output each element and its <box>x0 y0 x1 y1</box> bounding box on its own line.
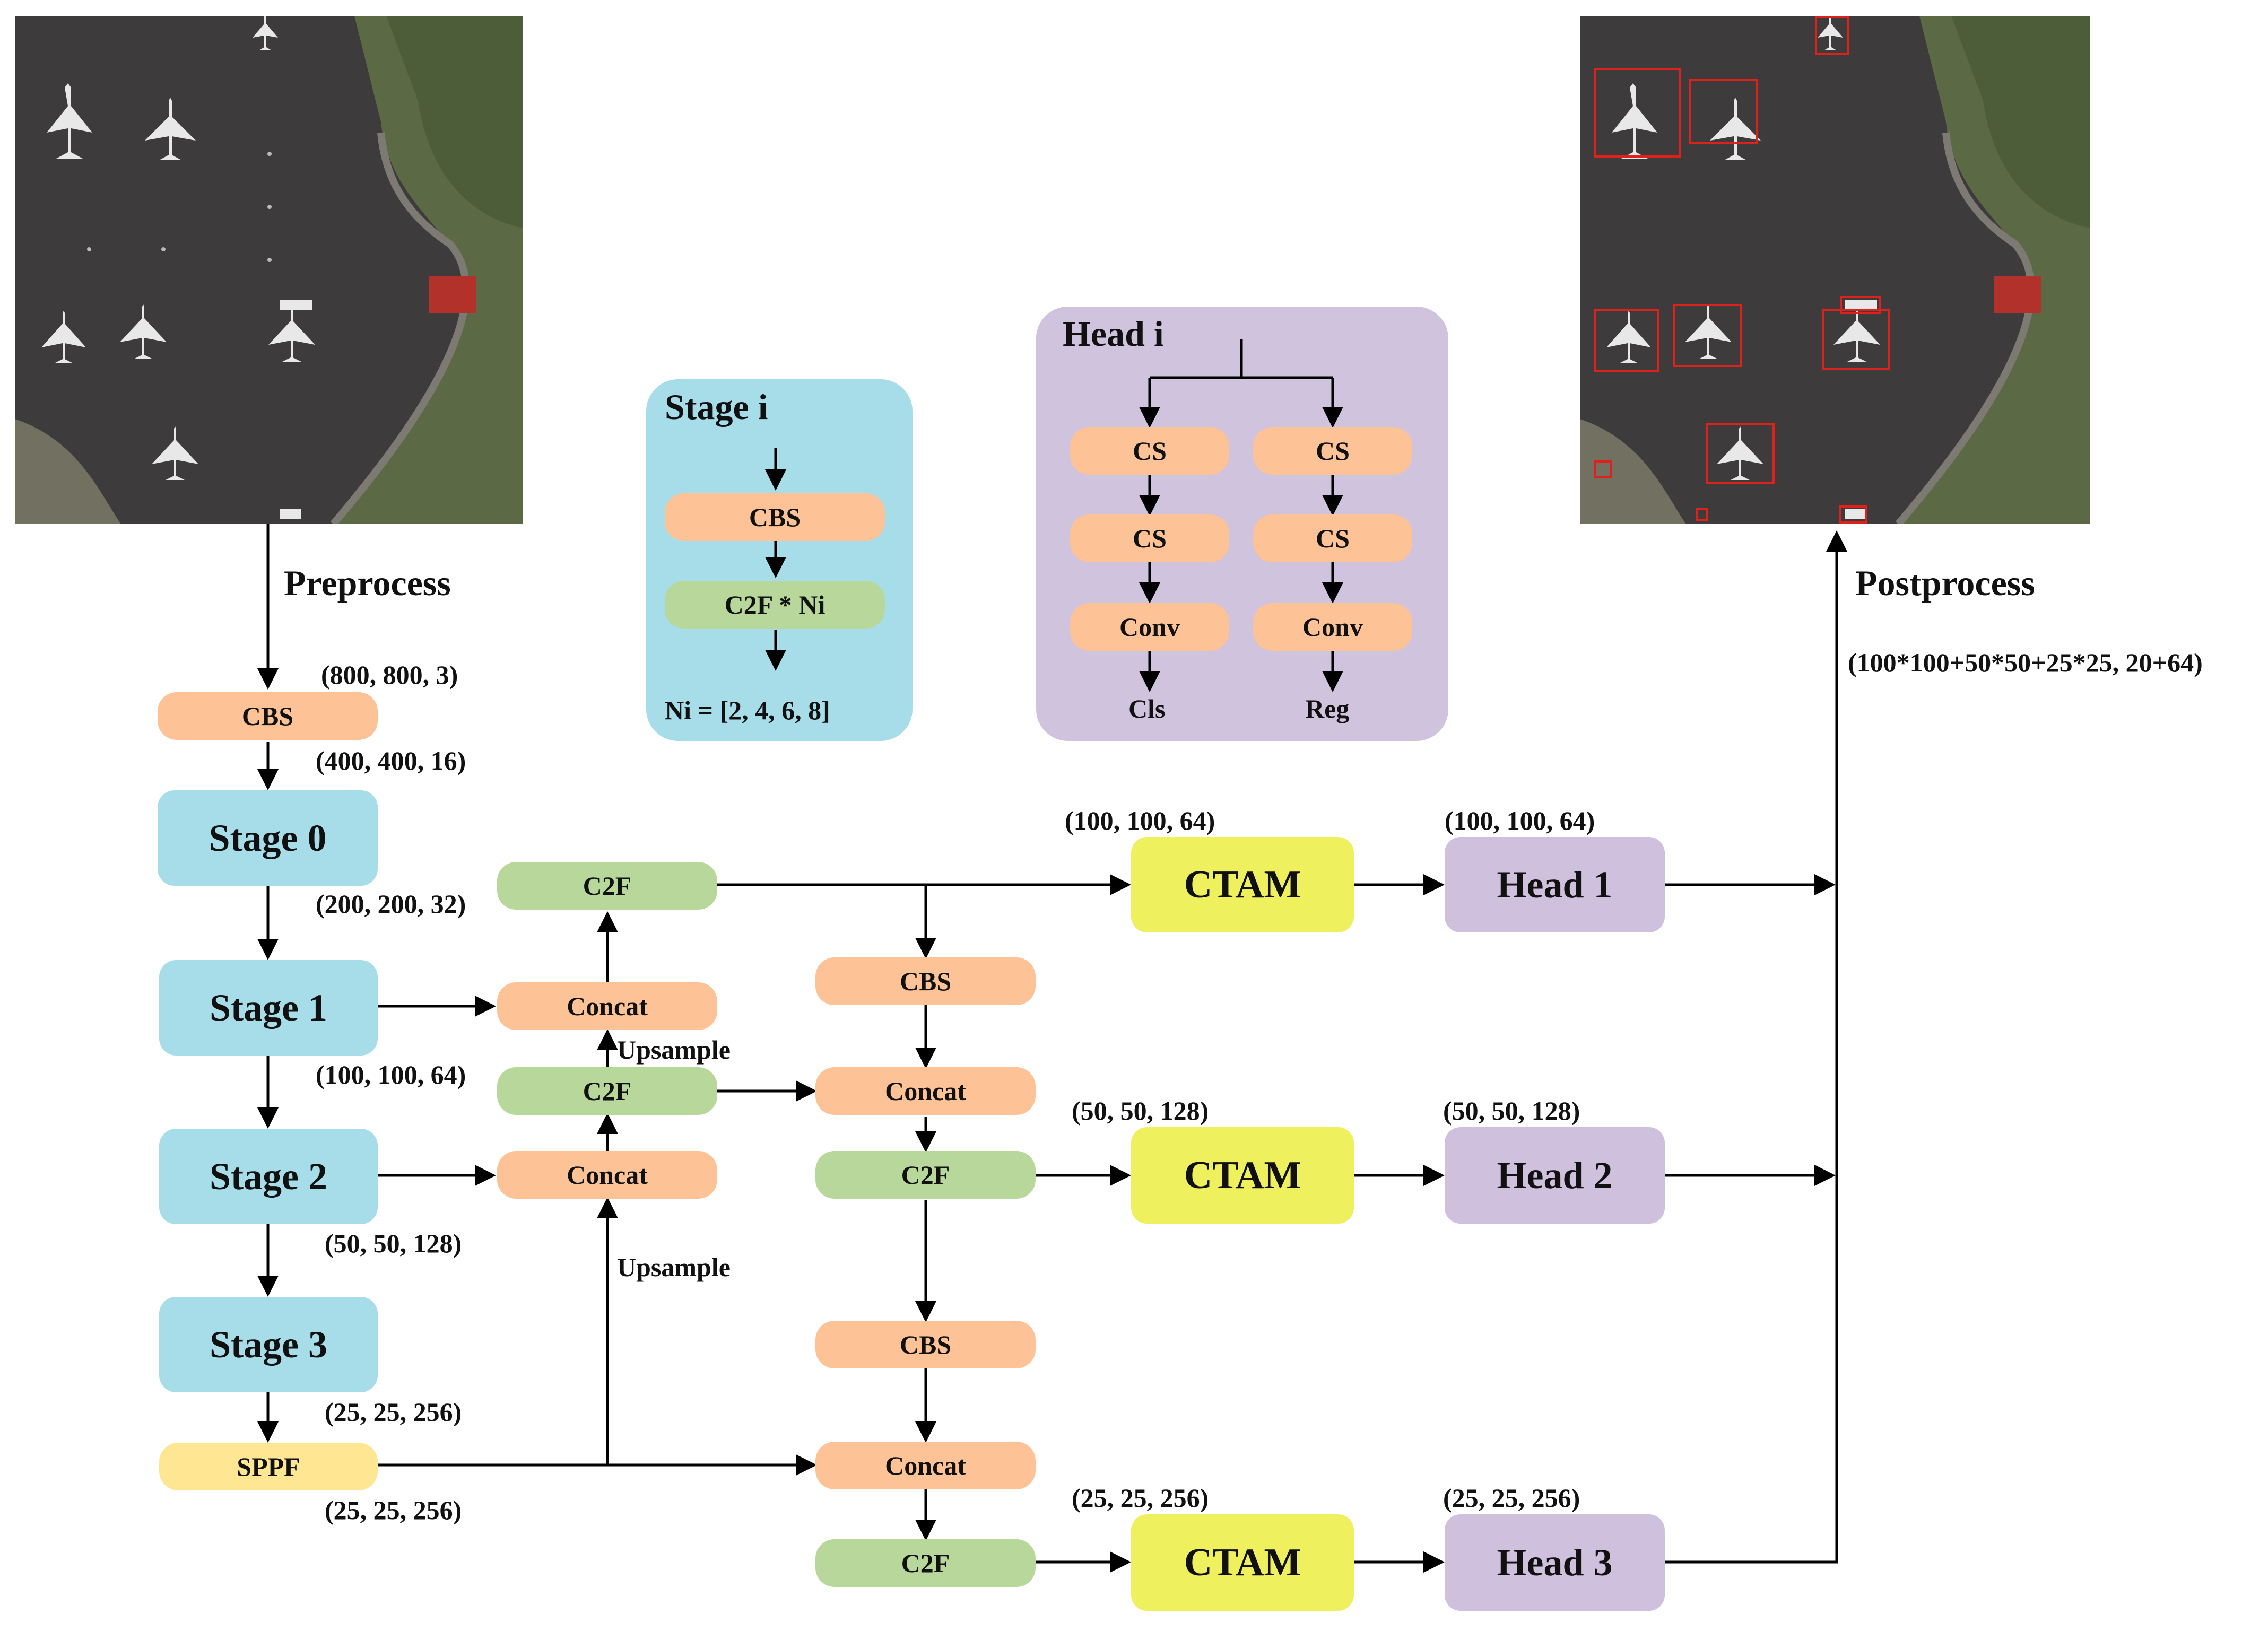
neck-cbs1-node: CBS <box>815 957 1036 1005</box>
shape-ctam1-label: (100, 100, 64) <box>1065 806 1215 835</box>
neck-concat3-node: Concat <box>815 1067 1036 1115</box>
output-detection-image <box>1580 16 2090 524</box>
input-aerial-image-art <box>15 16 523 524</box>
shape-head1-label: (100, 100, 64) <box>1445 806 1595 835</box>
ctam3-node: CTAM <box>1131 1514 1354 1611</box>
neck-concat1-node: Concat <box>497 982 717 1030</box>
stage-panel-c2f-node: C2F * Ni <box>665 581 885 629</box>
head-panel-right-cs1-node: CS <box>1253 427 1412 475</box>
shape-ctam3-label: (25, 25, 256) <box>1072 1483 1209 1513</box>
shape-sppf-label: (25, 25, 256) <box>325 1495 462 1525</box>
shape-stage2-label: (50, 50, 128) <box>325 1228 462 1258</box>
output-detection-image-art <box>1580 16 2090 524</box>
detection-boxes <box>1594 16 1890 524</box>
upsample-label-2: Upsample <box>617 1252 731 1282</box>
stage3-node: Stage 3 <box>159 1297 378 1392</box>
head-panel-left-conv-node: Conv <box>1070 603 1229 651</box>
neck-concat2-node: Concat <box>497 1151 717 1199</box>
shape-stage3-label: (25, 25, 256) <box>325 1397 462 1427</box>
neck-c2f-mid-node: C2F <box>497 1067 717 1115</box>
neck-c2f4-node: C2F <box>815 1539 1036 1587</box>
head-panel-title: Head i <box>1063 313 1164 354</box>
stage-panel-cbs-node: CBS <box>665 493 885 541</box>
ctam2-node: CTAM <box>1131 1127 1354 1224</box>
ctam1-node: CTAM <box>1131 837 1354 932</box>
head-panel-cls-label: Cls <box>1128 694 1166 723</box>
preprocess-label: Preprocess <box>284 563 451 603</box>
shape-head3-label: (25, 25, 256) <box>1443 1483 1580 1513</box>
head3-node: Head 3 <box>1445 1514 1665 1611</box>
head2-node: Head 2 <box>1445 1127 1665 1224</box>
shape-head2-label: (50, 50, 128) <box>1443 1096 1580 1126</box>
head-panel-reg-label: Reg <box>1305 694 1350 723</box>
upsample-label-1: Upsample <box>617 1035 731 1065</box>
stage2-node: Stage 2 <box>159 1129 378 1224</box>
stage0-node: Stage 0 <box>158 790 378 886</box>
shape-stage0-label: (200, 200, 32) <box>316 889 466 919</box>
head-panel-left-cs1-node: CS <box>1070 427 1229 475</box>
output-shape-label: (100*100+50*50+25*25, 20+64) <box>1848 648 2203 677</box>
head-panel-right-cs2-node: CS <box>1253 514 1412 562</box>
postprocess-label: Postprocess <box>1855 563 2035 603</box>
edge-head-panel-split <box>1150 339 1333 379</box>
stage-panel-title: Stage i <box>665 387 768 427</box>
head-panel-left-cs2-node: CS <box>1070 514 1229 562</box>
head-panel-right-conv-node: Conv <box>1253 603 1412 651</box>
input-aerial-image <box>15 16 523 524</box>
shape-ctam2-label: (50, 50, 128) <box>1072 1096 1209 1126</box>
head1-node: Head 1 <box>1445 837 1665 932</box>
neck-cbs2-node: CBS <box>815 1321 1036 1368</box>
stage1-node: Stage 1 <box>159 960 378 1056</box>
neck-c2f-top-node: C2F <box>497 862 717 910</box>
backbone-cbs-node: CBS <box>158 692 378 740</box>
shape-input-label: (800, 800, 3) <box>321 660 458 690</box>
stage-panel-note: Ni = [2, 4, 6, 8] <box>665 695 830 725</box>
neck-concat4-node: Concat <box>815 1442 1036 1489</box>
shape-stage1-label: (100, 100, 64) <box>316 1060 466 1089</box>
shape-cbs-label: (400, 400, 16) <box>316 746 466 775</box>
sppf-node: SPPF <box>159 1443 378 1490</box>
neck-c2f3-node: C2F <box>815 1151 1036 1199</box>
edge-head3-to-bus <box>1665 530 1847 1564</box>
